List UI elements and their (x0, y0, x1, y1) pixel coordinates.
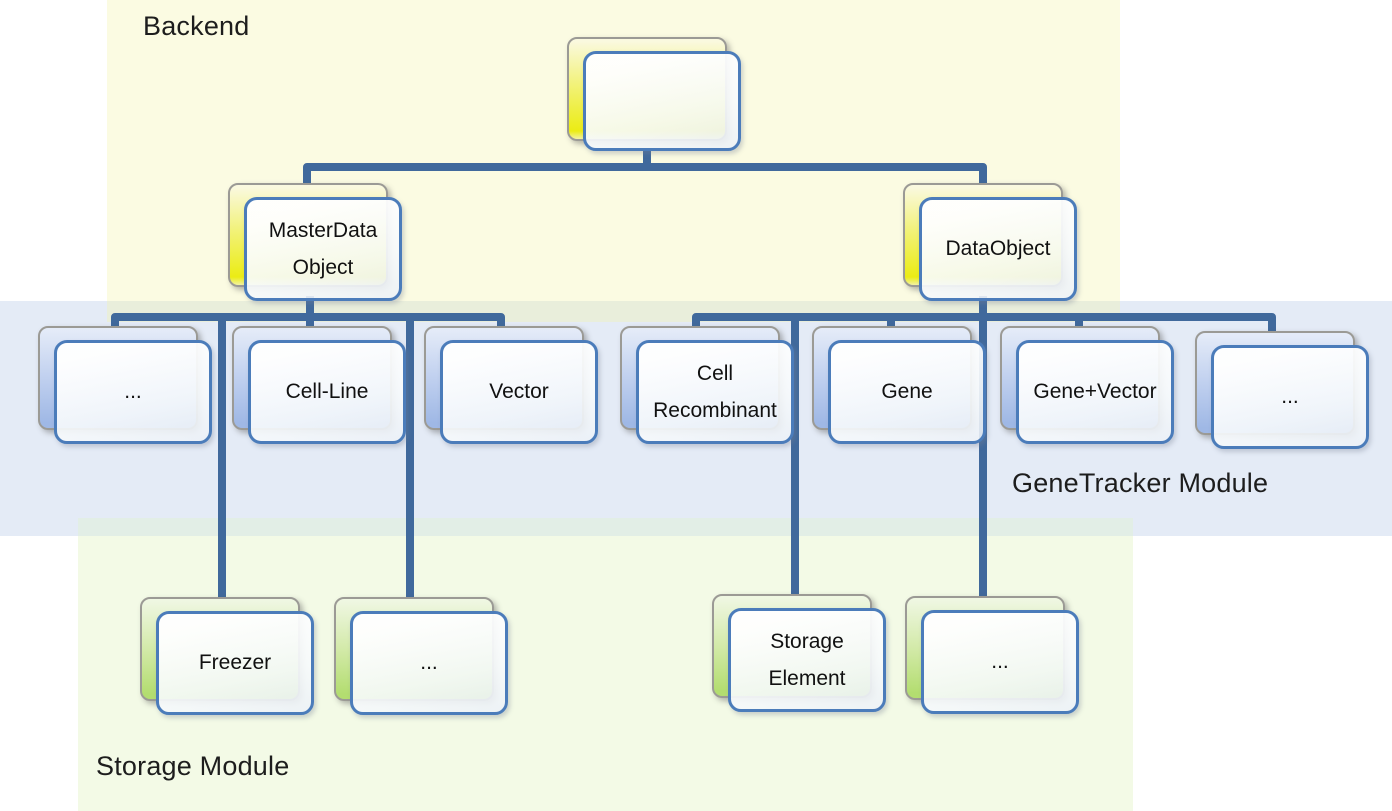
node-card: Storage Element (728, 608, 886, 712)
node-label: Gene+Vector (1033, 380, 1157, 404)
backend-region-label: Backend (143, 11, 250, 41)
node-card: Freezer (156, 611, 314, 715)
node-root-card (583, 51, 741, 151)
node-label: Cell (696, 361, 734, 385)
node-label: ... (420, 651, 438, 675)
node-label: Freezer (198, 651, 272, 675)
node-label: Object (292, 256, 354, 279)
node-card: ... (350, 611, 508, 715)
genetracker-region-label: GeneTracker Module (1012, 468, 1269, 498)
node-label: Vector (489, 380, 549, 404)
node-label: ... (1281, 385, 1299, 409)
node-card: DataObject (919, 197, 1077, 301)
edge-masterdata-children-bar (111, 313, 505, 334)
node-card: ... (54, 340, 212, 444)
edge-root-children-bar (303, 163, 987, 192)
node-label: Gene (881, 380, 933, 404)
node-card: Vector (440, 340, 598, 444)
node-label: MasterData (268, 218, 378, 242)
node-label: DataObject (945, 237, 1051, 261)
node-card: Cell-Line (248, 340, 406, 444)
node-label: Recombinant (653, 399, 777, 422)
node-label: Cell-Line (285, 380, 369, 404)
node-card: Gene (828, 340, 986, 444)
node-label: ... (991, 650, 1009, 674)
storage-region-label: Storage Module (96, 751, 290, 781)
node-card: Gene+Vector (1016, 340, 1174, 444)
node-label: ... (124, 380, 142, 404)
node-label: Storage (770, 629, 844, 653)
node-label: Element (768, 667, 846, 690)
node-card: MasterData Object (244, 197, 402, 301)
node-card: ... (921, 610, 1079, 714)
node-card: Cell Recombinant (636, 340, 794, 444)
genetracker-storage-overlap (78, 518, 1133, 536)
node-card: ... (1211, 345, 1369, 449)
